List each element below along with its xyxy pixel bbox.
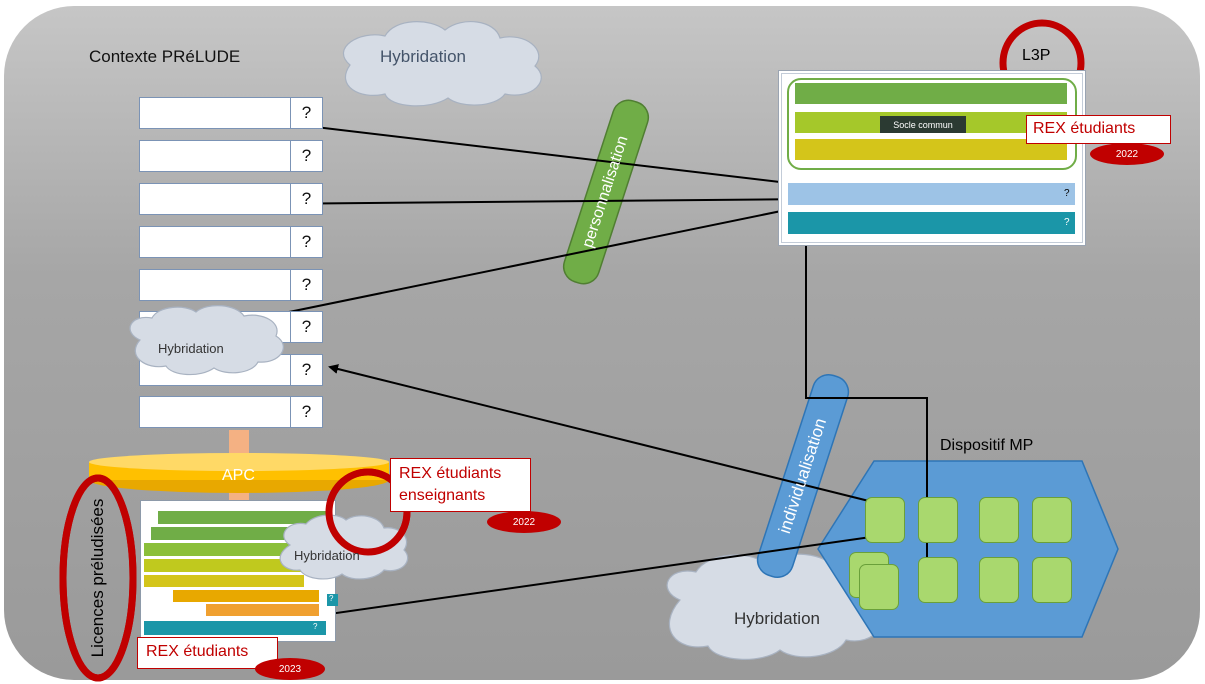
rex-l3p-tag: REX étudiants xyxy=(1026,115,1171,144)
apc-band xyxy=(89,453,389,493)
mp-tile-9 xyxy=(1032,557,1072,603)
mp-tile-3 xyxy=(979,497,1019,543)
l3p-row-2 xyxy=(788,212,1075,234)
row-3-question: ? xyxy=(301,189,312,208)
row-8-question: ? xyxy=(301,402,312,421)
row-5: ? xyxy=(139,269,323,301)
arrow-mp-to-row7 xyxy=(328,364,886,506)
mp-tile-8 xyxy=(979,557,1019,603)
dispositif-label: Dispositif MP xyxy=(940,437,1034,454)
mp-tile-7 xyxy=(918,557,958,603)
mp-tile-6 xyxy=(859,564,899,610)
rex-l3p-year: 2022 xyxy=(1090,143,1164,165)
l3p-inner xyxy=(781,73,1083,243)
cloud-top xyxy=(342,21,542,107)
licence-bar-2 xyxy=(151,527,326,540)
dispositif-hexagon xyxy=(817,460,1119,638)
apc-label: APC xyxy=(222,467,255,484)
arrow-cloud-to-l3p xyxy=(249,197,832,321)
licence-bar-7 xyxy=(206,604,319,616)
mp-tile-2 xyxy=(918,497,958,543)
personnalisation-bar xyxy=(562,99,650,285)
rex-apc-line1: REX étudiants xyxy=(399,465,502,482)
mp-tile-1 xyxy=(865,497,905,543)
socle-commun-label: Socle commun xyxy=(880,116,966,133)
hybridation-left-label: Hybridation xyxy=(158,341,224,356)
hybridation-bottom-label: Hybridation xyxy=(734,609,820,628)
rex-licence-year: 2023 xyxy=(255,658,325,680)
licences-label: Licences préludisées xyxy=(88,498,107,658)
l3p-row-2-question: ? xyxy=(1064,217,1070,228)
l3p-row-1 xyxy=(788,183,1075,205)
licence-row-2 xyxy=(144,621,326,635)
l3p-row-1-question: ? xyxy=(1064,188,1070,199)
rex-apc-tag: REX étudiants enseignants xyxy=(390,458,531,512)
row-4: ? xyxy=(139,226,323,258)
row-2: ? xyxy=(139,140,323,172)
l3p-label: L3P xyxy=(1022,47,1051,64)
mp-tile-4 xyxy=(1032,497,1072,543)
row-3: ? xyxy=(139,183,323,215)
arrow-row3-to-l3p xyxy=(261,194,814,205)
arrow-mp-to-l3p xyxy=(801,216,928,580)
hybridation-licence-label: Hybridation xyxy=(294,548,360,563)
licence-bar-5 xyxy=(144,575,304,587)
arrow-row1-to-l3p xyxy=(247,118,824,192)
row-1: ? xyxy=(139,97,323,129)
licence-row-2-question: ? xyxy=(313,622,318,631)
row-1-question: ? xyxy=(301,103,312,122)
licence-row-1-question: ? xyxy=(329,594,334,603)
row-4-question: ? xyxy=(301,232,312,251)
row-7-question: ? xyxy=(301,360,312,379)
row-6: ? xyxy=(139,311,323,343)
row-8: ? xyxy=(139,396,323,428)
individualisation-bar xyxy=(756,373,850,579)
diagram-title: Contexte PRéLUDE xyxy=(89,47,241,66)
socle-bar-1 xyxy=(795,83,1067,104)
licence-bar-1 xyxy=(158,511,326,524)
row-6-question: ? xyxy=(301,317,312,336)
licence-row-1 xyxy=(327,594,338,606)
licence-bar-6 xyxy=(173,590,319,602)
row-7: ? xyxy=(139,354,323,386)
row-5-question: ? xyxy=(301,275,312,294)
rex-apc-line2: enseignants xyxy=(399,487,486,504)
rex-licence-tag: REX étudiants xyxy=(137,637,278,669)
row-2-question: ? xyxy=(301,146,312,165)
hybridation-top-label: Hybridation xyxy=(380,47,466,66)
socle-bar-3 xyxy=(795,139,1067,160)
rex-apc-year: 2022 xyxy=(487,511,561,533)
